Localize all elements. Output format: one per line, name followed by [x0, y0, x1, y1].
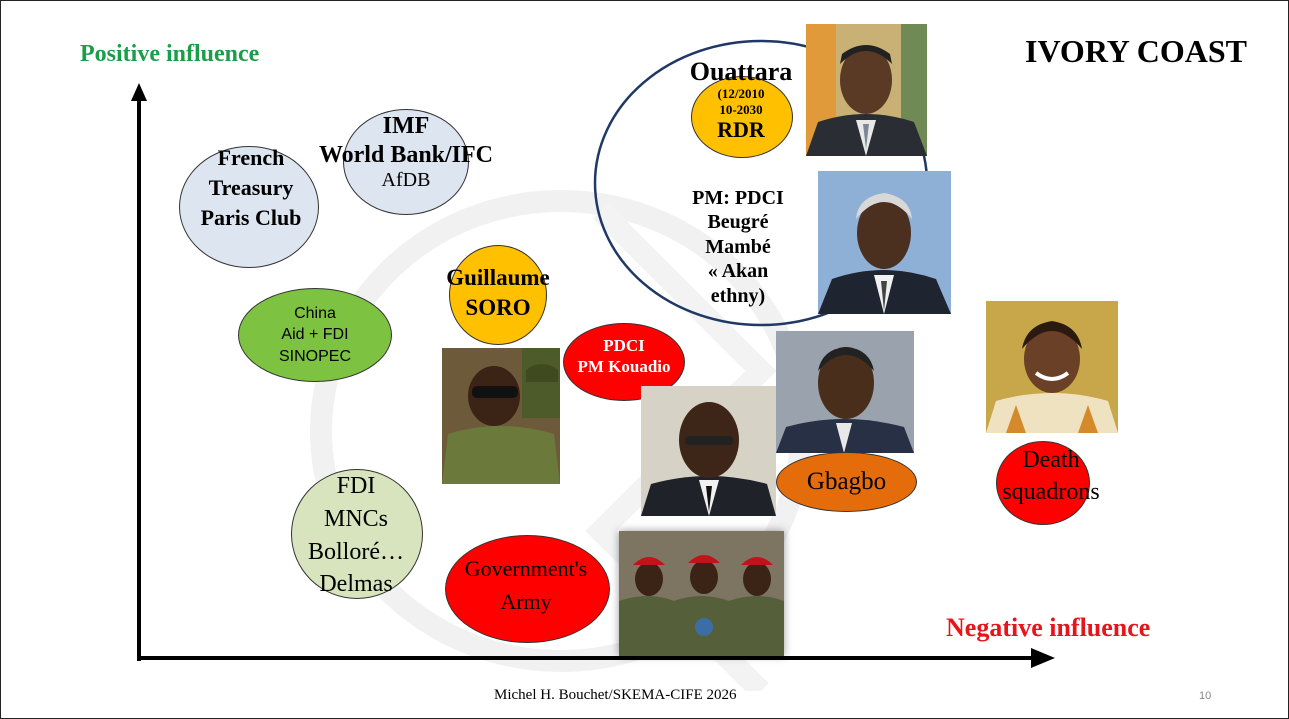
- pm-kouadio-label: PM Kouadio: [577, 356, 671, 376]
- fdi-label: FDI: [336, 473, 376, 499]
- gbagbo-label: Gbagbo: [806, 468, 887, 495]
- fdi-mncs-bubble: [291, 469, 423, 599]
- soro-text: Guillaume SORO: [431, 265, 565, 321]
- ethny-label: ethny): [710, 284, 766, 307]
- page-number: 10: [1199, 690, 1212, 702]
- death-label: Death: [1022, 447, 1080, 473]
- ouattara-dates-2: 10-2030: [719, 101, 763, 117]
- ouattara-photo: [806, 24, 927, 156]
- footer-credit: Michel H. Bouchet/SKEMA-CIFE 2026: [494, 687, 737, 703]
- akan-label: « Akan: [707, 260, 769, 283]
- ouattara-name: Ouattara: [689, 57, 793, 86]
- pm-pdci-label: PM: PDCI: [692, 187, 784, 209]
- mambe-label: Mambé: [705, 235, 771, 258]
- x-axis-label: Negative influence: [946, 613, 1151, 642]
- bollore-label: Bolloré…: [308, 539, 404, 566]
- squadrons-label: squadrons: [1002, 479, 1100, 506]
- government-army-bubble: [445, 535, 610, 643]
- ouattara-text: Ouattara (12/2010 10-2030 RDR: [671, 58, 811, 141]
- soldiers-photo: [619, 531, 784, 656]
- aid-fdi-label: Aid + FDI: [281, 326, 349, 344]
- delmas-label: Delmas: [319, 570, 393, 597]
- treasury-label: Treasury: [208, 175, 294, 201]
- beugre-label: Beugré: [707, 211, 769, 234]
- sinopec-label: SINOPEC: [278, 347, 351, 365]
- mncs-label: MNCs: [323, 506, 389, 533]
- paris-club-label: Paris Club: [200, 205, 302, 231]
- china-bubble: China Aid + FDI SINOPEC: [238, 288, 392, 382]
- imf-label: IMF: [382, 113, 430, 139]
- mambe-photo: [818, 171, 951, 314]
- pdci-kouadio-text: PDCI PM Kouadio: [556, 337, 692, 377]
- slide-title: IVORY COAST: [1025, 33, 1247, 69]
- guillaume-label: Guillaume: [446, 265, 550, 290]
- death-squadrons-text: Death squadrons: [981, 447, 1121, 506]
- kouadio-photo: [641, 386, 776, 516]
- soro-label: SORO: [465, 295, 531, 321]
- ouattara-dates-1: (12/2010: [717, 86, 765, 102]
- x-axis-arrowhead: [1031, 648, 1055, 668]
- government-army-text: Government's Army: [441, 557, 611, 613]
- army-label: Army: [500, 589, 552, 615]
- y-axis-arrowhead: [131, 83, 147, 101]
- imf-text: IMF World Bank/IFC AfDB: [301, 113, 511, 192]
- death-squadrons-bubble: [996, 441, 1090, 525]
- french-treasury-text: French Treasury Paris Club: [186, 146, 316, 229]
- gbagbo-photo: [776, 331, 914, 453]
- pdci-label: PDCI: [603, 337, 645, 355]
- french-treasury-bubble: [179, 146, 319, 268]
- fdi-mncs-text: FDI MNCs Bolloré… Delmas: [281, 473, 431, 597]
- pm-pdci-text: PM: PDCI Beugré Mambé « Akan ethny): [663, 186, 813, 308]
- world-bank-label: World Bank/IFC: [318, 142, 494, 169]
- soro-bubble: [449, 245, 547, 345]
- afdb-label: AfDB: [381, 169, 431, 192]
- imf-bubble: [343, 109, 469, 215]
- china-label: China: [294, 304, 336, 322]
- ouattara-party: RDR: [717, 116, 765, 142]
- governments-label: Government's: [464, 556, 588, 581]
- gbagbo-bubble: Gbagbo: [776, 452, 917, 512]
- simone-gbagbo-photo: [986, 301, 1118, 433]
- soro-photo: [442, 348, 560, 484]
- ouattara-bubble: [691, 76, 793, 158]
- y-axis-label: Positive influence: [80, 41, 260, 67]
- french-label: French: [217, 145, 285, 170]
